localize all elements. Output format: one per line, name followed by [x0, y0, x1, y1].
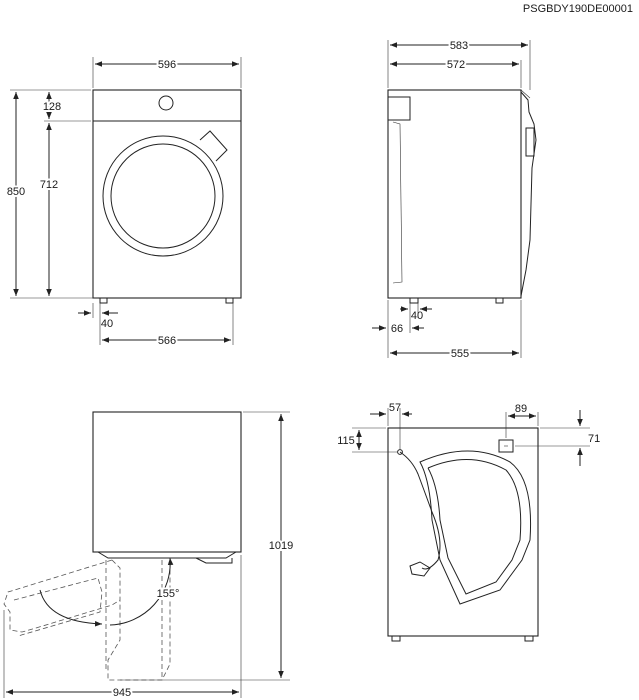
front-foot-left — [99, 297, 108, 304]
open-door-outline — [3, 559, 171, 681]
side-foot-offset-label: 40 — [411, 310, 423, 322]
rear-hose-y-label: 71 — [588, 433, 600, 445]
rear-hose-x-label: 89 — [515, 403, 527, 415]
hose-outlet — [498, 439, 514, 453]
front-body-height-label: 712 — [40, 179, 58, 191]
rear-foot-left — [391, 635, 401, 642]
rear-cable-y-label: 115 — [337, 435, 355, 447]
front-foot-offset-label: 40 — [101, 318, 113, 330]
plug-icon — [409, 561, 431, 577]
document-code: PSGBDY190DE00001 — [523, 3, 633, 15]
side-door-bulge — [520, 91, 537, 297]
door-width-label: 945 — [113, 687, 131, 699]
side-cabinet — [387, 89, 522, 299]
side-depth-overall-label: 583 — [450, 40, 468, 52]
front-foot-right — [225, 297, 234, 304]
rear-cable-x-label: 57 — [389, 402, 401, 414]
front-top-panel-label: 128 — [43, 101, 61, 113]
side-foot-front — [495, 297, 504, 304]
door-height-label: 1019 — [269, 540, 293, 552]
side-rear-panel — [387, 96, 411, 121]
top-cabinet — [92, 411, 242, 553]
rear-cabinet — [387, 427, 539, 637]
side-view: 583 572 66 40 555 — [372, 38, 537, 362]
door-swing-arc — [109, 557, 174, 626]
side-back-offset-label: 66 — [391, 323, 403, 335]
side-depth-body-label: 572 — [447, 59, 465, 71]
rear-drum-outline — [419, 450, 532, 605]
side-foot-rear — [409, 297, 419, 304]
front-height-label: 850 — [7, 186, 25, 198]
front-cabinet — [92, 89, 242, 299]
rear-view: 57 115 89 71 — [335, 402, 600, 642]
program-knob — [158, 95, 174, 111]
door-angle-label: 155° — [157, 588, 180, 600]
front-foot-span-label: 566 — [158, 335, 176, 347]
front-width-label: 596 — [158, 59, 176, 71]
door-ring-inner — [110, 143, 216, 249]
rear-foot-right — [524, 635, 534, 642]
door-open-view: 155° 1019 945 — [3, 411, 295, 700]
front-view: 596 850 128 712 40 566 — [5, 57, 242, 349]
side-depth-base-label: 555 — [451, 348, 469, 360]
power-cable — [399, 451, 441, 570]
door-handle — [199, 130, 228, 162]
door-ring-outer — [102, 135, 224, 257]
base-plate — [97, 551, 237, 559]
